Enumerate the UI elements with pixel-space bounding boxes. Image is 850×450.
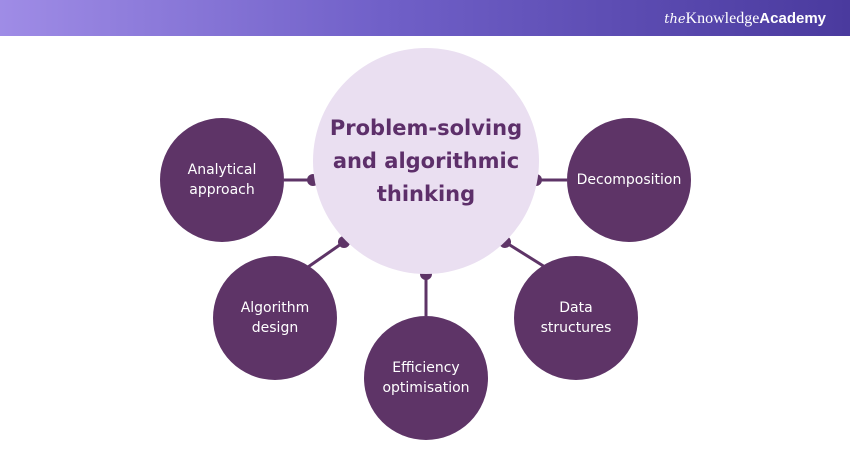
brand-logo-the: the: [664, 12, 686, 27]
node-efficiency-optimisation: Efficiency optimisation: [364, 316, 488, 440]
node-label: Data structures: [540, 300, 612, 336]
node-algorithm-design: Algorithm design: [213, 256, 337, 380]
node-label: Analytical approach: [187, 162, 257, 198]
node-analytical-approach: Analytical approach: [160, 118, 284, 242]
node-data-structures: Data structures: [514, 256, 638, 380]
connector-data: [504, 240, 546, 269]
connector-algorithm: [307, 240, 345, 269]
brand-logo-knowledge: Knowledge: [685, 10, 760, 27]
node-label: Efficiency optimisation: [382, 360, 470, 396]
center-concept-label: Problem-solving and algorithmic thinking: [329, 115, 523, 206]
center-concept-circle: Problem-solving and algorithmic thinking: [313, 48, 539, 274]
node-label: Decomposition: [576, 172, 682, 188]
node-label: Algorithm design: [240, 300, 310, 336]
brand-logo[interactable]: theKnowledgeAcademy: [664, 8, 826, 30]
brand-logo-academy: Academy: [759, 10, 826, 27]
node-decomposition: Decomposition: [567, 118, 691, 242]
header-banner: theKnowledgeAcademy: [0, 0, 850, 36]
